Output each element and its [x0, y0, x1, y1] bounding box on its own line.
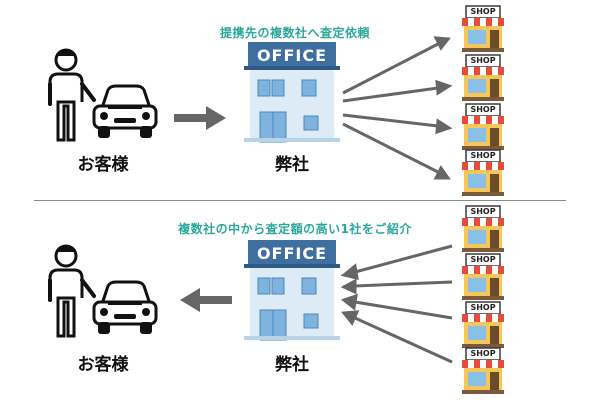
top-arrowhead-1 — [433, 36, 451, 51]
shop-icon — [462, 5, 504, 52]
top-arrow-to-shop-1 — [342, 42, 439, 95]
shop-icon — [462, 205, 504, 252]
customer-person-icon — [48, 244, 96, 338]
bottom-office-building-icon — [244, 240, 340, 341]
customer-car-icon — [92, 280, 158, 334]
shop-icon — [462, 103, 504, 150]
top-arrowhead-2 — [435, 79, 453, 96]
bottom-shop-3: SHOP — [460, 301, 506, 348]
shop-icon — [462, 54, 504, 101]
top-arrowhead-4 — [433, 165, 451, 180]
customer-car-icon — [92, 84, 158, 138]
bottom-arrow-from-shop-2 — [354, 280, 453, 288]
bottom-customer-label: お客様 — [77, 355, 129, 375]
top-arrow-to-shop-4 — [342, 122, 439, 174]
top-arrowhead-3 — [435, 118, 453, 135]
bottom-shop-2: SHOP — [460, 253, 506, 300]
shop-icon — [462, 149, 504, 196]
bottom-left-arrow-icon — [180, 288, 232, 312]
bottom-company-label: 弊社 — [275, 355, 309, 375]
top-shop-3: SHOP — [460, 103, 506, 150]
bottom-shop-1: SHOP — [460, 205, 506, 252]
top-customer-label: お客様 — [77, 155, 129, 175]
bottom-arrowhead-3 — [340, 293, 358, 311]
bottom-office-sign: OFFICE — [256, 244, 328, 263]
top-shop-1: SHOP — [460, 5, 506, 52]
bottom-arrow-from-shop-3 — [354, 300, 453, 320]
shop-sign: SHOP — [470, 7, 496, 16]
top-right-arrow-icon — [174, 106, 226, 130]
top-shop-4: SHOP — [460, 149, 506, 196]
bottom-caption: 複数社の中から査定額の高い1社をご紹介 — [178, 222, 412, 236]
bottom-arrowhead-4 — [341, 310, 360, 326]
top-caption: 提携先の複数社へ査定依頼 — [219, 26, 370, 40]
top-company-label: 弊社 — [275, 155, 309, 175]
shop-sign: SHOP — [470, 349, 496, 358]
top-outgoing-arrows — [342, 36, 453, 180]
bottom-arrowhead-1 — [340, 263, 359, 280]
shop-sign: SHOP — [470, 105, 496, 114]
shop-icon — [462, 347, 504, 394]
shop-sign: SHOP — [470, 303, 496, 312]
shop-sign: SHOP — [470, 207, 496, 216]
top-shop-2: SHOP — [460, 54, 506, 101]
top-arrow-to-shop-3 — [342, 113, 439, 128]
shop-icon — [462, 301, 504, 348]
shop-icon — [462, 253, 504, 300]
shop-sign: SHOP — [470, 255, 496, 264]
shop-sign: SHOP — [470, 151, 496, 160]
bottom-shop-4: SHOP — [460, 347, 506, 394]
section-divider — [34, 200, 566, 201]
top-arrow-to-shop-2 — [342, 86, 439, 103]
bottom-arrowhead-2 — [340, 278, 357, 295]
customer-person-icon — [48, 48, 96, 142]
bottom-arrow-from-shop-4 — [354, 316, 453, 364]
top-office-sign: OFFICE — [256, 46, 328, 65]
top-office-building-icon — [244, 42, 340, 143]
shop-sign: SHOP — [470, 56, 496, 65]
bottom-arrow-from-shop-1 — [354, 244, 453, 274]
